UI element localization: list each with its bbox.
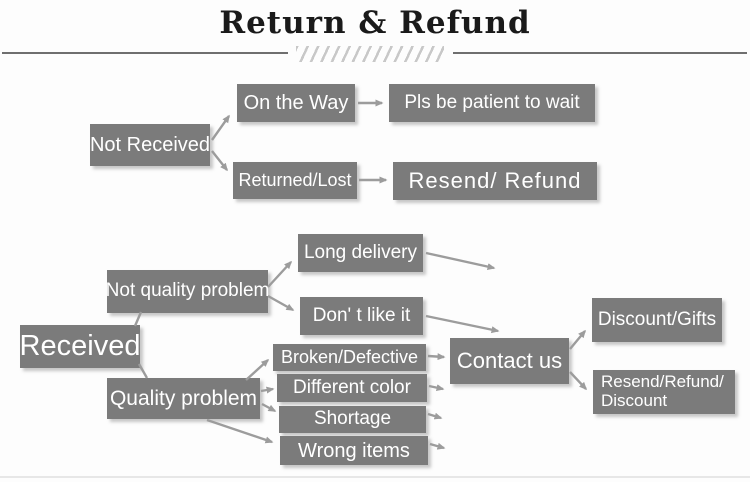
connector-received-quality [137, 363, 149, 379]
node-not-received: Not Received [90, 124, 210, 166]
node-long-delivery: Long delivery [298, 234, 423, 272]
node-resend-refund-discount: Resend/Refund/ Discount [593, 370, 735, 414]
node-dont-like-it: Don' t like it [300, 297, 423, 335]
arrow-quality-wrongitems [206, 418, 274, 444]
arrow-contact-resendrefunddiscount [569, 371, 588, 391]
page-title: Return & Refund [219, 5, 531, 41]
title-divider-left [2, 52, 288, 54]
connector-received-notquality [133, 311, 143, 327]
node-discount-gifts: Discount/Gifts [592, 298, 722, 342]
hatch-decoration [296, 46, 444, 62]
node-broken-defective: Broken/Defective [273, 344, 426, 371]
bottom-edge-line [0, 476, 750, 478]
arrow-shortage-contact [427, 412, 443, 420]
node-pls-be-patient: Pls be patient to wait [389, 84, 595, 122]
arrow-broken-contact [427, 353, 446, 361]
arrow-quality-shortage [261, 402, 277, 413]
arrow-notreceived-returnedlost [211, 150, 228, 172]
node-wrong-items: Wrong items [280, 436, 428, 465]
arrow-differentcolor-contact [428, 384, 445, 392]
arrow-notreceived-ontheway [211, 114, 230, 141]
node-resend-refund: Resend/ Refund [393, 162, 597, 200]
node-different-color: Different color [277, 374, 427, 402]
arrow-dontlike-contact [425, 314, 500, 334]
arrow-notquality-longdelivery [267, 260, 293, 288]
arrow-notquality-dontlike [267, 294, 295, 312]
title-divider-right [453, 52, 747, 54]
arrow-quality-broken [245, 358, 270, 381]
node-received: Received [20, 325, 140, 368]
arrow-wrongitems-contact [429, 442, 446, 450]
arrow-quality-differentcolor [260, 386, 275, 394]
node-shortage: Shortage [279, 406, 426, 433]
node-returned-lost: Returned/Lost [233, 162, 357, 199]
node-contact-us: Contact us [450, 338, 569, 384]
node-quality-problem: Quality problem [107, 378, 260, 419]
node-not-quality-problem: Not quality problem [106, 270, 269, 313]
node-on-the-way: On the Way [237, 84, 355, 122]
arrow-contact-discountgifts [569, 329, 586, 350]
arrow-longdelivery-contact [425, 251, 496, 271]
